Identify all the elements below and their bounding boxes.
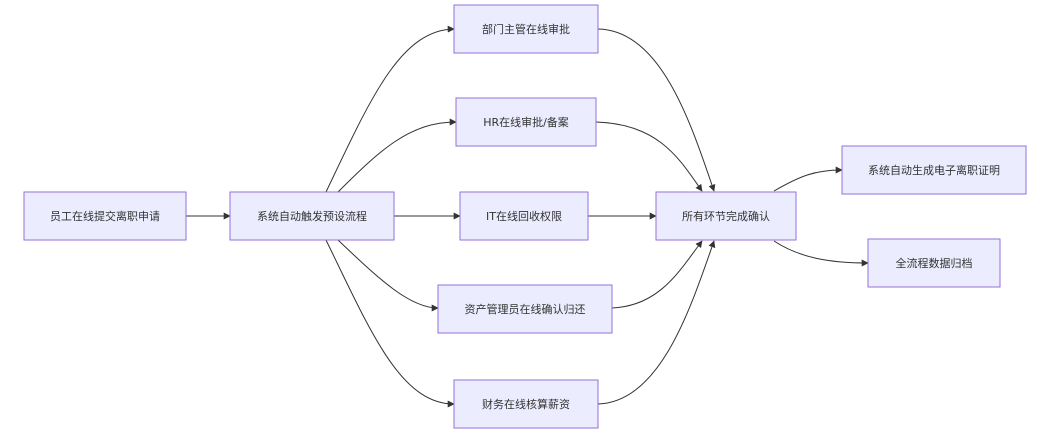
edge-b-c1: [325, 25, 455, 193]
edge-c5-d: [597, 240, 716, 405]
node-c2: HR在线审批/备案: [455, 97, 597, 147]
node-label: 所有环节完成确认: [682, 209, 770, 223]
node-a: 员工在线提交离职申请: [23, 191, 187, 241]
node-label: 资产管理员在线确认归还: [465, 302, 586, 316]
node-e1: 系统自动生成电子离职证明: [841, 145, 1027, 195]
edge-b-c5: [325, 239, 455, 408]
edges: [186, 25, 869, 408]
edge-d-e2: [773, 240, 869, 267]
node-label: 部门主管在线审批: [482, 22, 570, 36]
node-label: 系统自动生成电子离职证明: [868, 163, 1000, 177]
node-label: 系统自动触发预设流程: [257, 209, 367, 223]
node-label: 全流程数据归档: [896, 256, 973, 270]
edge-b-c4: [337, 239, 439, 312]
node-label: IT在线回收权限: [486, 209, 562, 223]
node-d: 所有环节完成确认: [655, 191, 797, 241]
node-c3: IT在线回收权限: [459, 191, 589, 241]
edge-c4-d: [611, 240, 703, 309]
node-e2: 全流程数据归档: [867, 238, 1001, 288]
node-c5: 财务在线核算薪资: [453, 379, 599, 429]
node-label: HR在线审批/备案: [483, 115, 569, 129]
node-b: 系统自动触发预设流程: [229, 191, 395, 241]
node-c1: 部门主管在线审批: [453, 4, 599, 54]
edge-c2-d: [595, 121, 703, 192]
edge-d-e1: [773, 166, 843, 192]
edge-c1-d: [597, 28, 716, 192]
node-label: 员工在线提交离职申请: [50, 209, 160, 223]
node-label: 财务在线核算薪资: [482, 397, 570, 411]
edge-b-c2: [337, 118, 457, 193]
node-c4: 资产管理员在线确认归还: [437, 284, 613, 334]
